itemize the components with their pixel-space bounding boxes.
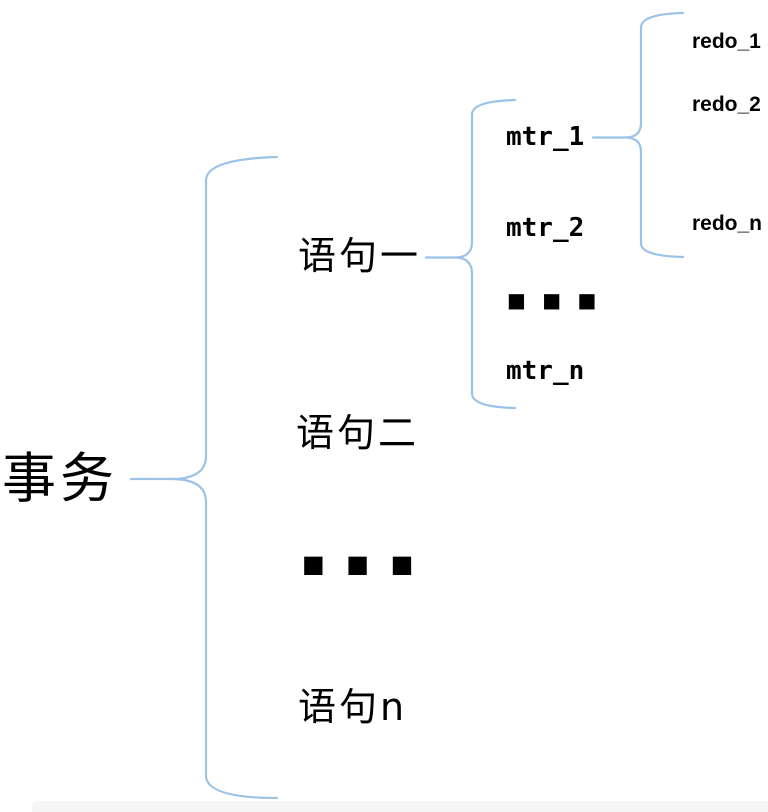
mtr-1-label: mtr_1 bbox=[506, 122, 585, 152]
mtr-ellipsis: ■ ■ ■ bbox=[507, 288, 602, 312]
mtr-n-label: mtr_n bbox=[506, 356, 585, 386]
statement-ellipsis: ■ ■ ■ bbox=[302, 550, 421, 578]
redo-group-brace bbox=[624, 11, 685, 259]
statement-1-label: 语句一 bbox=[298, 234, 422, 278]
redo-2-label: redo_2 bbox=[692, 93, 761, 116]
redo-n-label: redo_n bbox=[692, 212, 763, 235]
bottom-edge-shade bbox=[32, 801, 768, 812]
mtr-2-label: mtr_2 bbox=[506, 213, 585, 243]
statement-2-label: 语句二 bbox=[296, 411, 420, 455]
redo-1-label: redo_1 bbox=[692, 30, 761, 53]
transaction-group-brace bbox=[172, 155, 279, 800]
statement-n-label: 语句n bbox=[298, 685, 408, 729]
transaction-label: 事务 bbox=[2, 447, 118, 510]
